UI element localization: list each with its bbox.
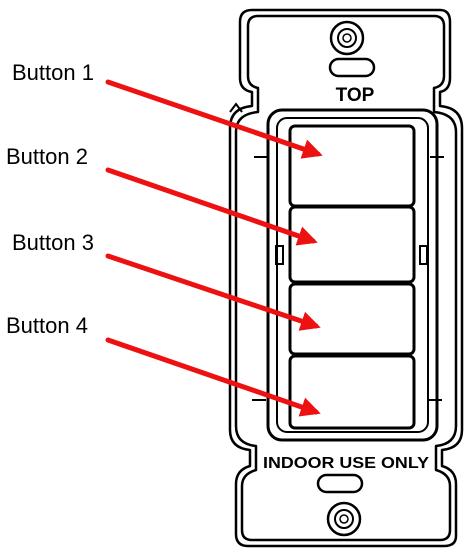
switch-button-1[interactable] (288, 124, 416, 208)
wall-plate (228, 8, 464, 548)
callout-arrow-button-4 (105, 337, 321, 417)
callout-label-button-1: Button 1 (12, 60, 94, 85)
bottom-screw-icon (326, 501, 362, 537)
callout-arrows (105, 79, 323, 417)
switch-button-2[interactable] (288, 205, 416, 284)
bottom-mounting-slot (316, 473, 364, 494)
switch-button-3[interactable] (288, 282, 416, 356)
plate-inner-outline (234, 14, 458, 542)
callout-label-button-2: Button 2 (6, 144, 88, 169)
top-screw-icon (329, 20, 365, 56)
top-mounting-slot (328, 57, 376, 78)
plate-outer-outline (228, 8, 464, 548)
switch-button-4[interactable] (288, 354, 416, 430)
switch-frame (266, 108, 439, 442)
callout-label-button-4: Button 4 (6, 313, 88, 338)
callout-labels: Button 1 Button 2 Button 3 Button 4 (6, 60, 94, 338)
callout-arrow-button-3 (105, 253, 321, 331)
callout-arrow-button-1 (105, 79, 323, 159)
switch-buttons (288, 124, 416, 430)
callout-label-button-3: Button 3 (12, 230, 94, 255)
plate-top-label: TOP (336, 85, 375, 106)
plate-bottom-label: INDOOR USE ONLY (263, 455, 429, 472)
callout-arrow-button-2 (105, 167, 318, 246)
